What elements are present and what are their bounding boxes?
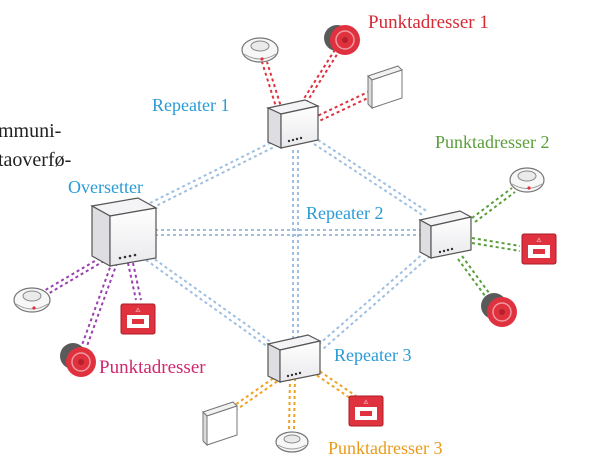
- smoke-detector-icon: [275, 431, 309, 453]
- repeater-box-icon: [266, 334, 322, 383]
- punktadresser-label: Punktadresser: [99, 357, 206, 378]
- oversetter-box-icon: [90, 197, 158, 268]
- call-point-icon: ⚠: [348, 395, 384, 427]
- network-links: [145, 139, 431, 350]
- punktadresser2-label: Punktadresser 2: [435, 132, 550, 152]
- wires-group-oversetter: [41, 257, 142, 347]
- wires-group-2: [457, 187, 521, 301]
- wires-group-1: [261, 44, 371, 124]
- smoke-detector-icon: [241, 37, 279, 63]
- repeater1-label: Repeater 1: [152, 95, 230, 115]
- wires-group-3: [231, 367, 357, 431]
- sounder-bell-icon: [481, 293, 517, 327]
- repeater-box-icon: [266, 99, 320, 149]
- call-point-icon: ⚠: [521, 233, 557, 265]
- left-text-line2: taoverfø-: [0, 149, 72, 171]
- smoke-detector-icon: [509, 167, 545, 193]
- svg-text:⚠: ⚠: [135, 307, 141, 314]
- punktadresser1-label: Punktadresser 1: [368, 12, 489, 33]
- punktadresser3-label: Punktadresser 3: [328, 438, 443, 458]
- sounder-bell-icon: [60, 343, 96, 377]
- smoke-detector-icon: [13, 287, 51, 313]
- repeater3-label: Repeater 3: [334, 345, 412, 365]
- svg-text:⚠: ⚠: [536, 237, 542, 244]
- left-text-line1: mmuni-: [0, 120, 62, 142]
- repeater-box-icon: [418, 210, 473, 260]
- panel-icon: [202, 401, 238, 447]
- repeater2-label: Repeater 2: [306, 203, 384, 223]
- svg-text:⚠: ⚠: [363, 399, 369, 406]
- sounder-bell-icon: [324, 25, 360, 55]
- call-point-icon: ⚠: [120, 303, 156, 335]
- panel-icon: [367, 65, 403, 110]
- oversetter-label: Oversetter: [68, 177, 143, 197]
